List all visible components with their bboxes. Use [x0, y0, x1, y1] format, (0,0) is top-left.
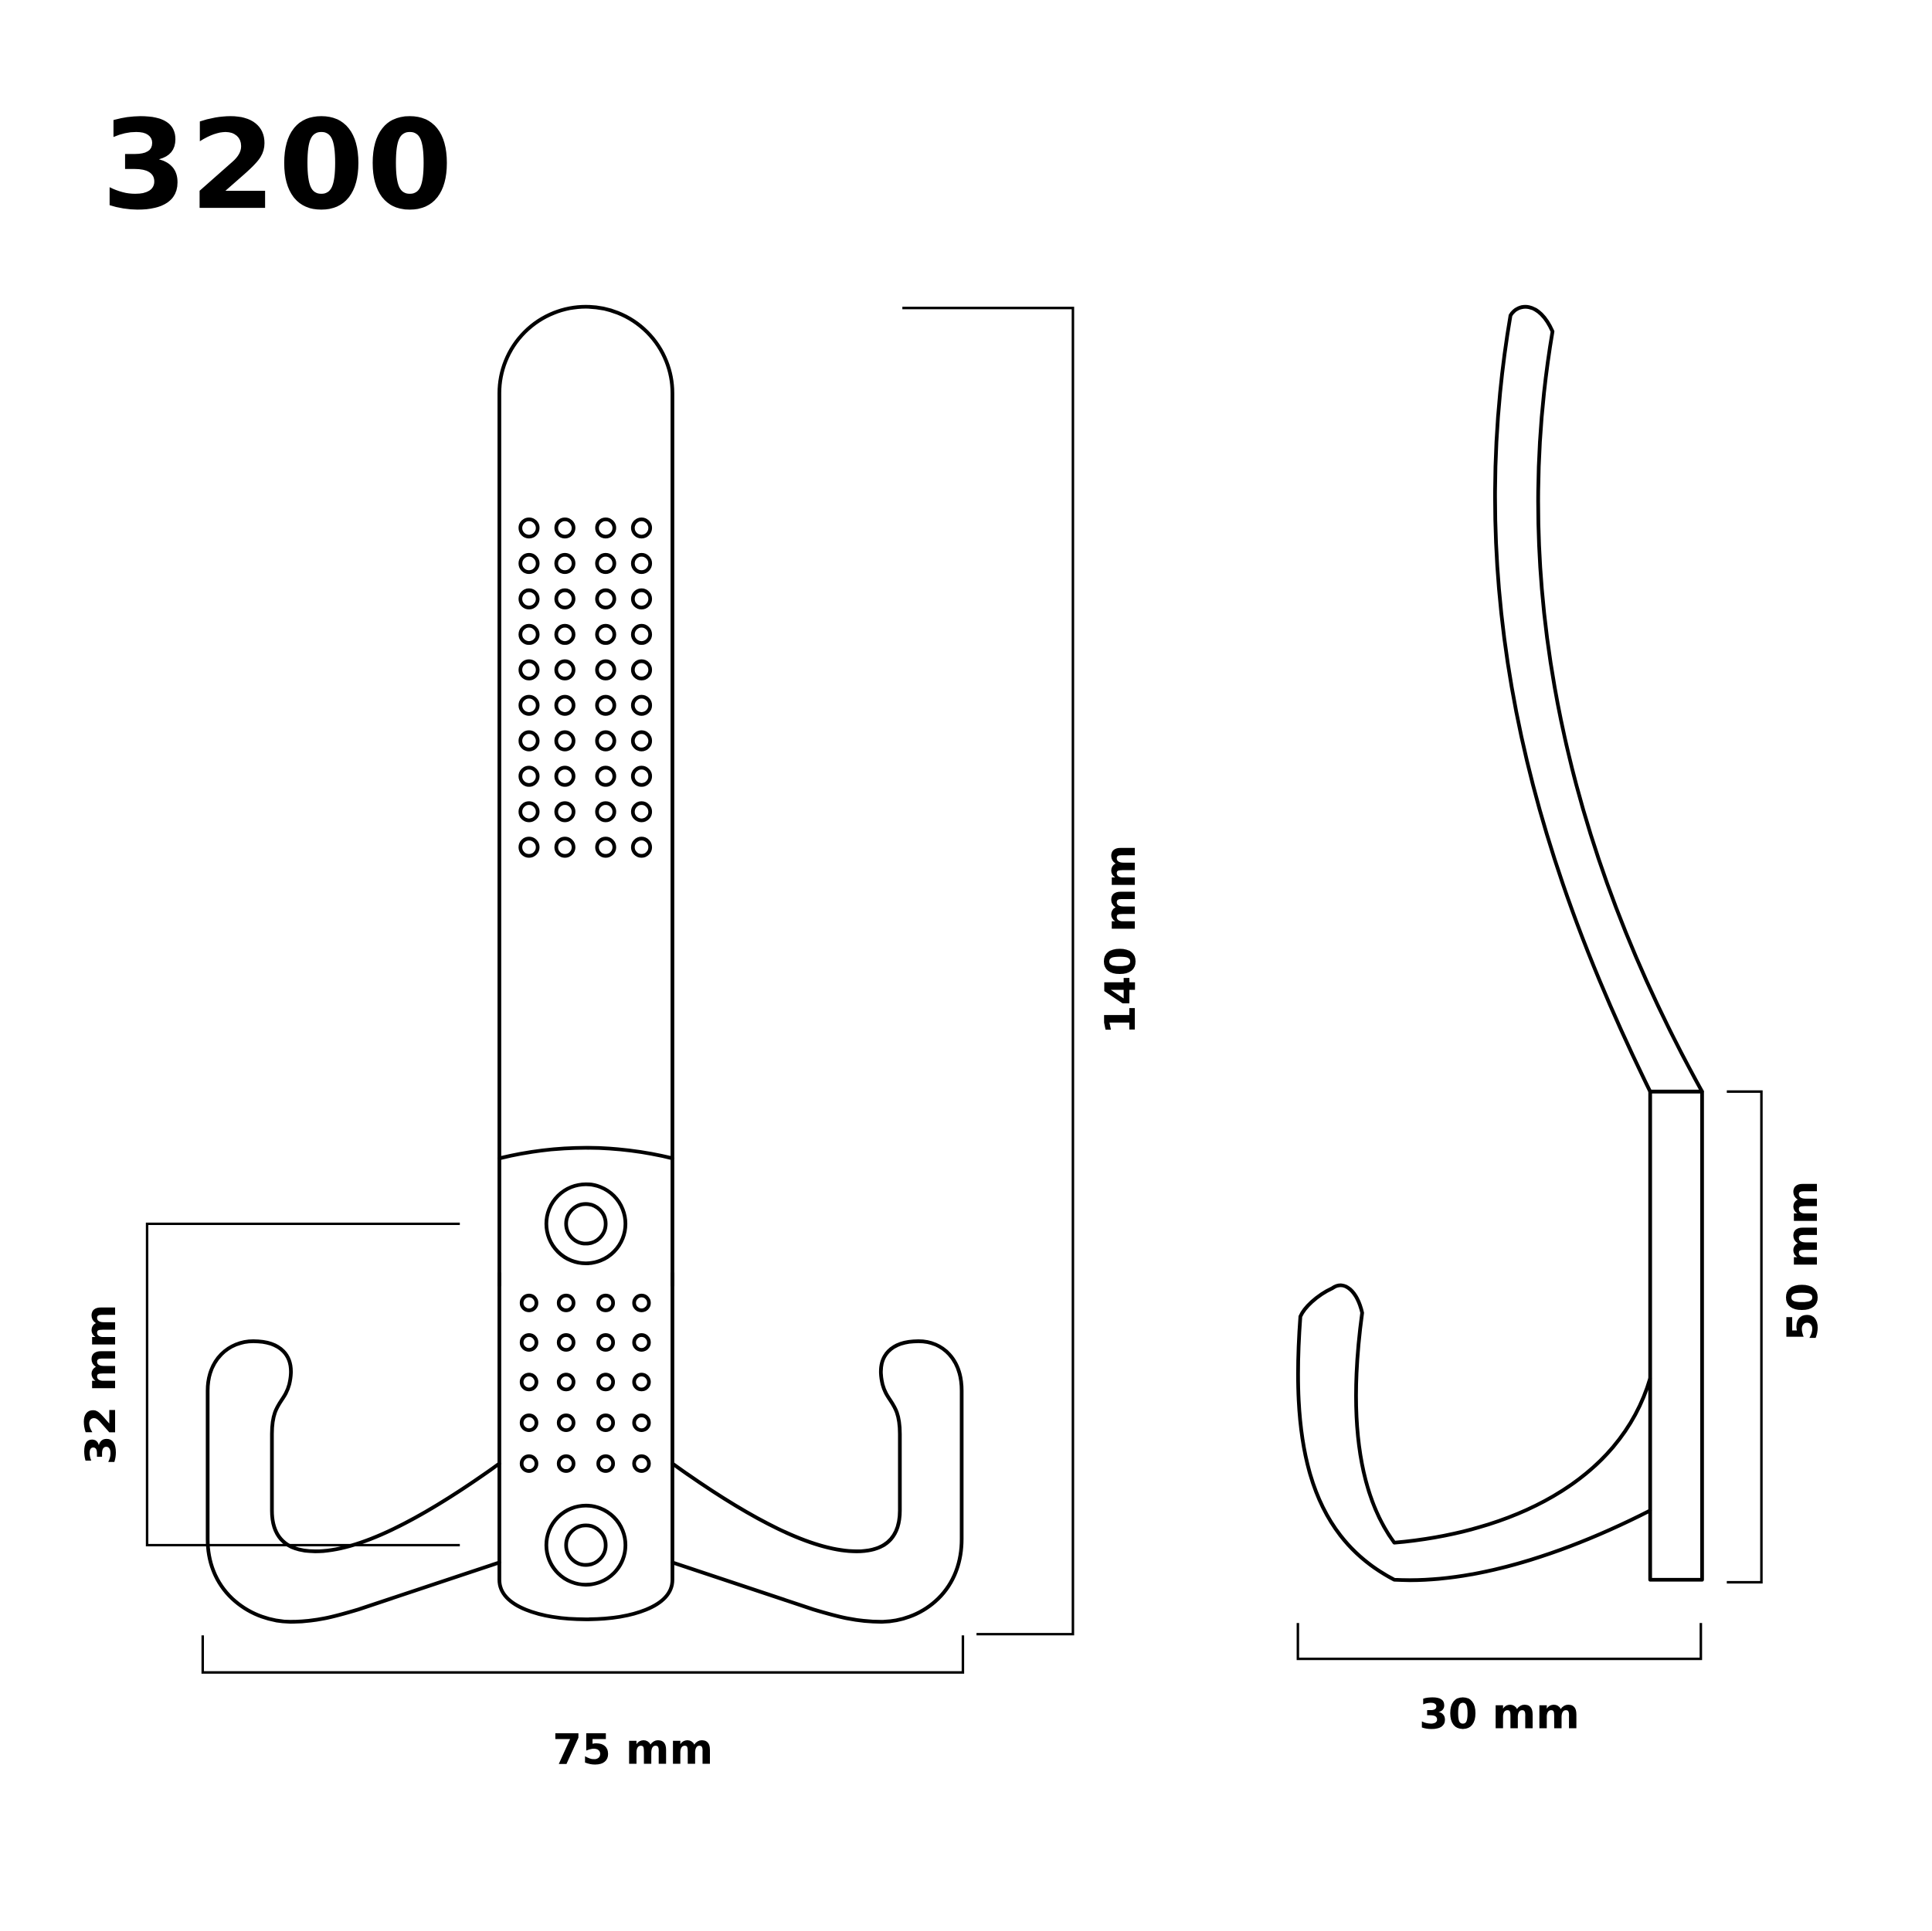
- decorative-dot: [556, 1413, 576, 1433]
- decorative-dot: [519, 1333, 538, 1352]
- dot-pattern-upper: [518, 517, 653, 858]
- side-view: [1296, 304, 1704, 1583]
- decorative-dot: [518, 588, 540, 610]
- side-backplate: [1648, 1089, 1704, 1582]
- decorative-dot: [630, 588, 653, 610]
- decorative-dot: [554, 837, 576, 858]
- decorative-dot: [556, 1373, 576, 1392]
- plate-height-dimension-label: 50 mm: [1778, 1180, 1827, 1341]
- decorative-dot: [518, 517, 540, 539]
- decorative-dot: [632, 1454, 651, 1473]
- decorative-dot: [595, 694, 616, 716]
- screw-hole-top-outer: [544, 1182, 628, 1266]
- decorative-dot: [632, 1373, 651, 1392]
- model-number: 3200: [101, 93, 455, 237]
- decorative-dot: [554, 801, 576, 823]
- dot-pattern-lower: [519, 1293, 651, 1473]
- decorative-dot: [518, 730, 540, 752]
- decorative-dot: [518, 765, 540, 787]
- decorative-dot: [632, 1333, 651, 1352]
- decorative-dot: [554, 694, 576, 716]
- decorative-dot: [556, 1333, 576, 1352]
- decorative-dot: [595, 552, 616, 575]
- decorative-dot: [518, 837, 540, 858]
- decorative-dot: [518, 623, 540, 645]
- decorative-dot: [595, 588, 616, 610]
- backplate-outline: [497, 304, 674, 1621]
- decorative-dot: [554, 588, 576, 610]
- decorative-dot: [518, 659, 540, 680]
- decorative-dot: [630, 837, 653, 858]
- screw-hole-bottom-inner: [564, 1523, 608, 1567]
- backplate-divider: [497, 1145, 674, 1161]
- decorative-dot: [595, 765, 616, 787]
- decorative-dot: [519, 1454, 538, 1473]
- decorative-dot: [630, 552, 653, 575]
- decorative-dot: [596, 1293, 616, 1312]
- decorative-dot: [630, 659, 653, 680]
- decorative-dot: [630, 801, 653, 823]
- plate-height-dimension-line: [1727, 1090, 1763, 1584]
- screw-hole-top-inner: [564, 1202, 608, 1246]
- decorative-dot: [595, 837, 616, 858]
- decorative-dot: [596, 1373, 616, 1392]
- decorative-dot: [596, 1333, 616, 1352]
- height-dimension-line: [902, 307, 1075, 1636]
- decorative-dot: [554, 552, 576, 575]
- left-hook-arm: [205, 1339, 501, 1624]
- hook-spacing-dimension-label: 32 mm: [76, 1304, 125, 1464]
- decorative-dot: [596, 1413, 616, 1433]
- decorative-dot: [518, 694, 540, 716]
- decorative-dot: [630, 765, 653, 787]
- decorative-dot: [554, 517, 576, 539]
- decorative-dot: [595, 659, 616, 680]
- screw-hole-bottom-outer: [544, 1503, 628, 1587]
- decorative-dot: [554, 765, 576, 787]
- decorative-dot: [630, 730, 653, 752]
- side-upper-arm: [1492, 304, 1704, 1094]
- decorative-dot: [596, 1454, 616, 1473]
- decorative-dot: [556, 1293, 576, 1312]
- decorative-dot: [595, 517, 616, 539]
- front-view: [205, 304, 964, 1624]
- decorative-dot: [630, 517, 653, 539]
- depth-dimension-line: [1296, 1623, 1703, 1661]
- decorative-dot: [554, 623, 576, 645]
- decorative-dot: [632, 1293, 651, 1312]
- decorative-dot: [519, 1293, 538, 1312]
- backplate-seam: [497, 1271, 674, 1288]
- decorative-dot: [554, 730, 576, 752]
- decorative-dot: [595, 801, 616, 823]
- height-dimension-label: 140 mm: [1096, 844, 1145, 1034]
- decorative-dot: [595, 730, 616, 752]
- decorative-dot: [519, 1413, 538, 1433]
- decorative-dot: [630, 623, 653, 645]
- decorative-dot: [519, 1373, 538, 1392]
- width-dimension-line: [201, 1635, 965, 1674]
- decorative-dot: [556, 1454, 576, 1473]
- side-lower-hook: [1296, 1283, 1652, 1583]
- decorative-dot: [595, 623, 616, 645]
- width-dimension-label: 75 mm: [552, 1726, 713, 1774]
- decorative-dot: [554, 659, 576, 680]
- decorative-dot: [518, 801, 540, 823]
- depth-dimension-label: 30 mm: [1419, 1689, 1580, 1738]
- decorative-dot: [630, 694, 653, 716]
- decorative-dot: [518, 552, 540, 575]
- right-hook-arm: [671, 1339, 964, 1624]
- decorative-dot: [632, 1413, 651, 1433]
- hook-spacing-dimension-line: [145, 1222, 460, 1547]
